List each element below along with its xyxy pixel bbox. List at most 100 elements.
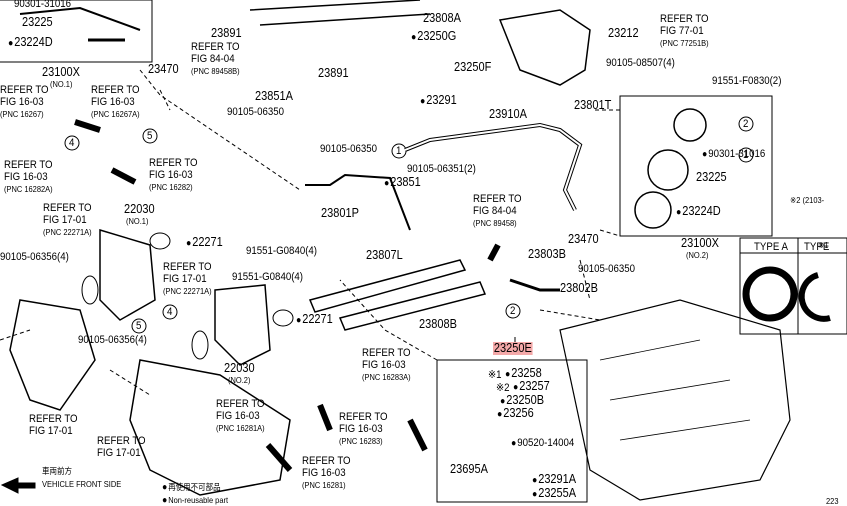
part-label: 23807L [366,248,403,262]
part-label: 22030 [124,202,155,216]
legend-reuse-jp: 再使用不可部品 [162,483,220,492]
part-label: 23695A [450,462,488,476]
legend-front-en: VEHICLE FRONT SIDE [42,479,122,489]
part-label: (NO.1) [50,79,73,89]
part-label: 23255A [532,487,576,501]
callout-5: 5 [147,130,153,142]
part-label: 90105-06350 [320,143,378,155]
part-label: 23801T [574,98,612,112]
callout-2: 2 [743,118,749,130]
callout-5: 5 [136,320,142,332]
part-label: 23250G [411,30,456,44]
part-label: 23250B [500,394,544,408]
part-label: 23808A [423,11,461,25]
part-label: 23212 [608,26,639,40]
callout-4: 4 [167,306,173,318]
legend-front-jp: 車両前方 [42,466,72,476]
type-b-ring [798,272,831,322]
part-label: 90105-08507(4) [606,57,675,69]
part-label: (NO.1) [126,216,149,226]
part-label: 90301-31016 [14,0,72,10]
part-label: 23801P [321,206,359,220]
type-table [739,237,847,335]
part-label: 23891 [318,66,349,80]
part-label: (NO.2) [686,250,709,260]
type-a-ring [742,266,798,322]
part-label: 23803B [528,247,566,261]
part-label: 23910A [489,107,527,121]
part-label: 23250F [454,60,492,74]
legend-reuse-en: Non-reusable part [162,496,228,505]
part-label: 90301-31016 [702,148,765,161]
part-label: 23225 [22,15,53,29]
part-label: 91551-G0840(4) [232,271,304,283]
part-label: 90105-06356(4) [78,334,147,346]
part-label: 22271 [186,236,223,250]
part-label: 22271 [296,313,333,327]
part-label: 23291 [420,94,457,108]
part-label: 90105-06351(2) [407,163,476,175]
frame-top-left [0,0,153,63]
callout-1: 1 [743,149,749,161]
note: ※1 [818,240,829,250]
part-label: 90105-06350 [578,263,636,275]
frame-right [619,95,773,237]
exhaust-manifold-2 [214,284,271,366]
part-label: 90520-14004 [511,437,574,450]
part-label: 23225 [696,170,727,184]
part-label: 23258 [505,367,542,381]
part-label: (NO.2) [228,375,251,385]
front-arrow [0,477,36,494]
part-label: 23470 [568,232,599,246]
mark: ※2 [496,382,510,394]
engine-block [559,299,791,501]
exhaust-manifold-1 [99,228,156,321]
part-label: 23100X [681,236,719,250]
part-label: 90105-06356(4) [0,251,69,263]
callout-2: 2 [510,305,516,317]
part-label: 22030 [224,361,255,375]
part-label: 23802B [560,281,598,295]
part-label: 91551-G0840(4) [246,245,318,257]
fuel-pipe-top [19,6,141,31]
type-a-heading: TYPE A [754,241,788,253]
fuel-rail [308,259,467,313]
part-label: 23224D [676,205,721,219]
note: ※2 (2103- [790,195,825,205]
part-label: 23257 [513,380,550,394]
part-label: 23224D [8,36,53,50]
part-label: 91551-F0830(2) [712,75,782,87]
part-label: 23291A [532,473,576,487]
part-label: 90105-06350 [227,106,285,118]
highlighted-part-23250e[interactable]: 23250E [493,341,533,355]
page-corner-number: 223 [826,496,839,506]
callout-1: 1 [396,145,402,157]
type-b-heading: TYPE [804,241,830,253]
part-label: 23851A [255,89,293,103]
part-label: 23470 [148,62,179,76]
frame-injector [436,359,588,503]
mark: ※1 [488,369,502,381]
part-label: 23100X [42,65,80,79]
part-label: 23256 [497,407,534,421]
callout-4: 4 [69,137,75,149]
part-label: 23808B [419,317,457,331]
part-label: 23851 [384,176,421,190]
heat-shield [498,9,591,86]
